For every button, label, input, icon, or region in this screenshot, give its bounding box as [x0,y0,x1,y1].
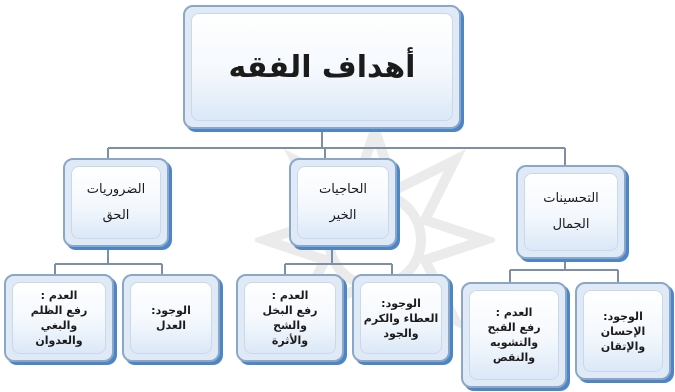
improvements-presence-label: الوجود: [603,309,643,323]
branch-necessities-value: الحق [102,207,130,223]
improvements-absence-text-3: والنقص [492,351,536,364]
needs-presence-node: الوجود: العطاء والكرم والجود [352,274,450,362]
needs-absence-node: العدم : رفع البخل والشح والأثرة [236,274,344,362]
needs-absence-text-1: رفع البخل والشح [262,304,318,332]
improvements-absence-node: العدم : رفع القبح والتشويه والنقص [461,282,567,388]
necessities-absence-node: العدم : رفع الظلم والبغي والعدوان [4,274,114,362]
branch-improvements-node: التحسينات الجمال [516,165,626,259]
necessities-absence-text-2: والعدوان [35,334,83,347]
branch-necessities-title: الضروريات [86,181,146,197]
needs-presence-text-1: العطاء والكرم [363,311,439,325]
improvements-presence-text-1: الإحسان والإتقان [600,324,646,353]
necessities-absence-label: العدم : [40,289,78,302]
improvements-presence-node: الوجود: الإحسان والإتقان [575,282,671,380]
root-title: أهداف الفقه [228,49,416,85]
needs-presence-text-2: والجود [383,326,419,340]
branch-improvements-title: التحسينات [543,191,599,206]
improvements-absence-text-1: رفع القبح [487,321,541,334]
branch-needs-node: الحاجيات الخير [289,158,397,247]
branch-improvements-value: الجمال [552,217,590,232]
branch-needs-title: الحاجيات [318,181,368,197]
improvements-absence-label: العدم : [495,306,533,319]
branch-needs-value: الخير [329,207,357,223]
needs-absence-label: العدم : [271,289,309,302]
needs-presence-label: الوجود: [381,296,421,310]
necessities-presence-label: الوجود: [151,304,191,317]
needs-absence-text-2: والأثرة [271,334,309,347]
necessities-absence-text-1: رفع الظلم والبغي [30,304,88,332]
improvements-absence-text-2: والتشويه [489,336,539,349]
necessities-presence-text-1: العدل [156,319,187,332]
root-node: أهداف الفقه [183,5,461,129]
branch-necessities-node: الضروريات الحق [63,158,169,247]
necessities-presence-node: الوجود: العدل [122,274,220,362]
